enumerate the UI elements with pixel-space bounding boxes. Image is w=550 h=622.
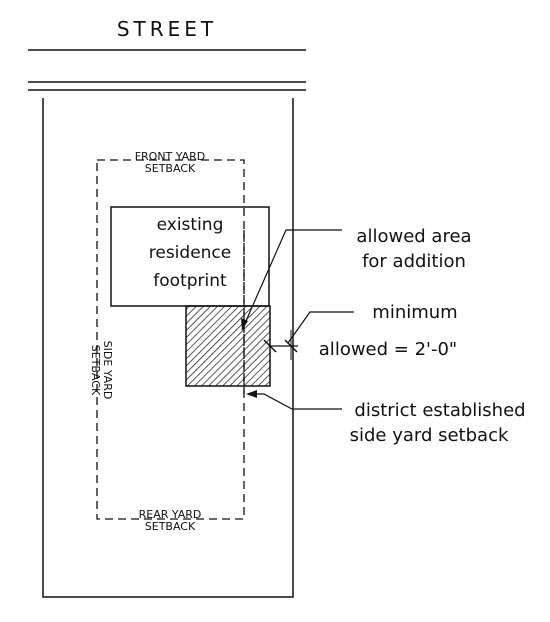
callout-allowed-area-line-2: for addition xyxy=(362,251,466,272)
callout-district-leader xyxy=(246,390,342,410)
side-setback-label-1: SIDE YARD xyxy=(101,341,114,400)
side-setback-label-2: SETBACK xyxy=(89,345,102,396)
callout-allowed-area-leader xyxy=(241,229,342,331)
residence-label-1: existing xyxy=(157,215,224,235)
rear-setback-label-2: SETBACK xyxy=(145,520,196,533)
callout-district-line-1: district established xyxy=(354,400,525,421)
minimum-dimension xyxy=(263,311,354,360)
front-setback-label-1: FRONT YARD xyxy=(135,150,206,163)
callout-district-line-2: side yard setback xyxy=(350,425,509,446)
front-setback-label-2: SETBACK xyxy=(145,162,196,175)
callout-minimum-line-1: minimum xyxy=(372,302,457,323)
residence-label-3: footprint xyxy=(153,271,227,291)
callout-allowed-area-line-1: allowed area xyxy=(356,226,471,247)
rear-setback-label-1: REAR YARD xyxy=(139,508,202,521)
street-lines xyxy=(28,49,306,91)
residence-label-2: residence xyxy=(149,243,232,263)
callout-minimum-line-2: allowed = 2'-0" xyxy=(319,339,457,360)
allowed-addition-area xyxy=(185,305,271,387)
street-label: STREET xyxy=(117,17,217,41)
